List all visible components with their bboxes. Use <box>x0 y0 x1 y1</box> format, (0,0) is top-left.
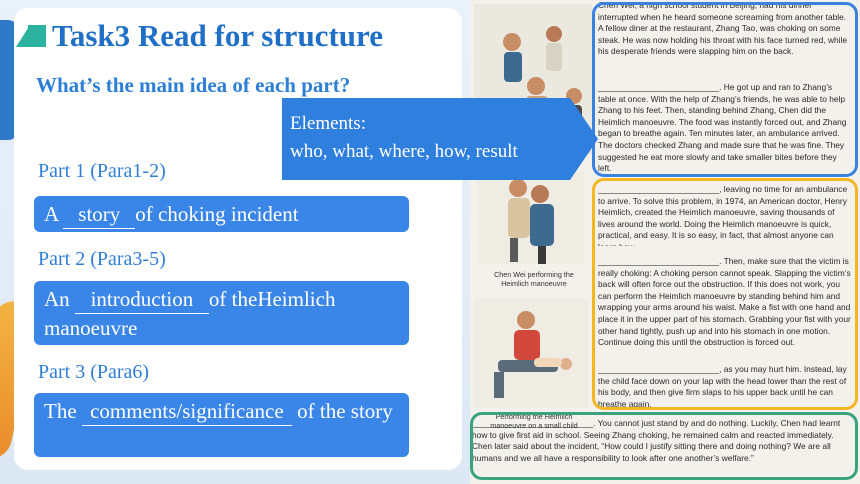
article-para-3: __________________________, leaving no t… <box>598 184 848 246</box>
part-2-answer: introduction <box>74 285 209 314</box>
article-para-6: __________________________. You cannot j… <box>472 418 841 463</box>
elements-line-1: Elements: <box>290 113 366 134</box>
slide-title: Task3 Read for structure <box>52 18 383 53</box>
part-3-label: Part 3 (Para6) <box>38 361 150 383</box>
part-2-suffix: of theHeimlich manoeuvre <box>44 287 336 340</box>
part-1-suffix: of choking incident <box>135 202 299 226</box>
frame-part-1 <box>592 2 858 177</box>
slide-question: What’s the main idea of each part? <box>36 73 351 97</box>
elements-line-2: who, what, where, how, result <box>290 141 518 162</box>
illustration-heimlich-adult <box>478 172 584 264</box>
elements-callout-text: Elements: who, what, where, how, result <box>290 110 518 166</box>
part-2-prefix: An <box>44 287 75 311</box>
part-1-label: Part 1 (Para1-2) <box>38 160 166 182</box>
caption-1: Chen Wei performing the Heimlich manoeuv… <box>494 270 574 288</box>
illustration-heimlich-child <box>474 298 588 408</box>
title-marker-bar <box>28 25 46 47</box>
article-para-1: Chen Wei, a high school student in Beiji… <box>598 0 848 57</box>
textbook-article: Chen Wei performing the Heimlich manoeuv… <box>470 0 860 484</box>
part-1-prefix: A <box>44 202 64 226</box>
heimlich-child-icon <box>474 298 588 408</box>
heimlich-adult-icon <box>478 172 584 264</box>
article-para-2: __________________________. He got up an… <box>598 82 847 174</box>
frame-part-2 <box>592 178 858 410</box>
part-3-suffix: of the story <box>291 399 393 423</box>
part-3-answer-box: The comments/significance of the story <box>34 393 409 457</box>
article-para-5: __________________________, as you may h… <box>598 364 847 409</box>
part-3-prefix: The <box>44 399 82 423</box>
elements-callout <box>282 98 600 180</box>
part-3-answer: comments/significance <box>81 397 292 426</box>
caption-2: Performing the Heimlich manoeuvre on a s… <box>490 412 578 430</box>
frame-part-3 <box>470 412 858 480</box>
arrow-shape <box>282 98 598 180</box>
part-2-label: Part 2 (Para3-5) <box>38 248 166 270</box>
part-1-answer: story <box>63 200 136 229</box>
title-marker-icon <box>16 25 30 47</box>
article-para-4: __________________________. Then, make s… <box>598 256 851 348</box>
decorative-stripe <box>0 20 18 140</box>
